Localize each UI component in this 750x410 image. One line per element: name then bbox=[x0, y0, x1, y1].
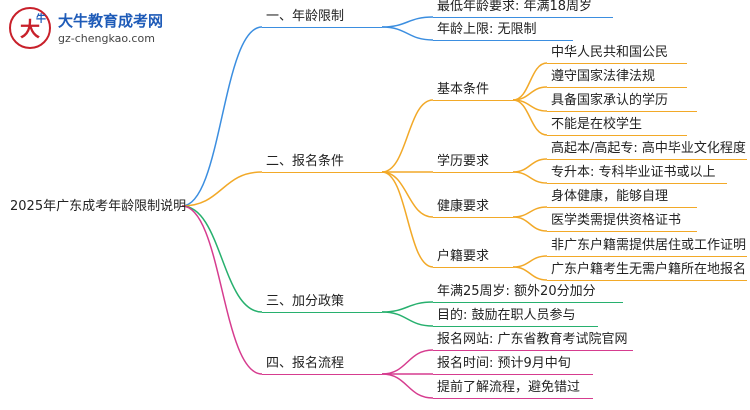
branch-2-item-4-child-2[interactable]: 广东户籍考生无需户籍所在地报名 bbox=[551, 262, 747, 277]
branch-2-item-3-child-2[interactable]: 医学类需提供资格证书 bbox=[551, 213, 682, 228]
branch-4-item-3-connector bbox=[381, 373, 434, 399]
branch-2-item-2-underline bbox=[433, 172, 513, 173]
branch-2-item-2-child-1-connector bbox=[512, 158, 548, 173]
branch-2-item-4-child-2-underline bbox=[547, 280, 747, 281]
branch-2-item-2-child-2-underline bbox=[547, 183, 727, 184]
branch-2-item-3-connector bbox=[381, 171, 434, 218]
branch-4-connector bbox=[181, 205, 263, 375]
branch-2-item-3-child-1[interactable]: 身体健康，能够自理 bbox=[551, 189, 669, 204]
branch-2-item-4-child-1-underline bbox=[547, 256, 747, 257]
branch-1-connector bbox=[181, 26, 263, 207]
branch-4-item-2[interactable]: 报名时间: 预计9月中旬 bbox=[437, 356, 571, 371]
branch-2-topic-underline bbox=[262, 172, 382, 173]
branch-2-item-1-child-3-underline bbox=[547, 111, 697, 112]
branch-2-topic[interactable]: 二、报名条件 bbox=[266, 154, 345, 169]
branch-1-topic-underline bbox=[262, 27, 382, 28]
branch-3-item-2[interactable]: 目的: 鼓励在职人员参与 bbox=[437, 308, 576, 323]
branch-3-item-1-underline bbox=[433, 302, 623, 303]
branch-2-item-4-connector bbox=[381, 171, 434, 268]
branch-1-item-1-connector bbox=[381, 16, 434, 28]
branch-2-item-1-underline bbox=[433, 100, 513, 101]
branch-4-topic-underline bbox=[262, 374, 382, 375]
branch-3-item-1[interactable]: 年满25周岁: 额外20分加分 bbox=[437, 284, 596, 299]
branch-2-item-1-child-1-underline bbox=[547, 63, 687, 64]
branch-2-item-3-child-2-connector bbox=[512, 216, 548, 232]
logo-mascot-icon: 大 牛 bbox=[9, 7, 51, 49]
branch-2-item-1-child-3[interactable]: 具备国家承认的学历 bbox=[551, 93, 669, 108]
branch-2-item-1-child-1[interactable]: 中华人民共和国公民 bbox=[551, 45, 669, 60]
branch-2-item-3-underline bbox=[433, 217, 513, 218]
branch-3-item-1-connector bbox=[381, 301, 434, 313]
branch-2-item-2-child-1[interactable]: 高起本/高起专: 高中毕业文化程度 bbox=[551, 141, 746, 156]
branch-1-item-2[interactable]: 年龄上限: 无限制 bbox=[437, 22, 537, 37]
site-logo[interactable]: 大 牛 大牛教育成考网 gz-chengkao.com bbox=[8, 6, 198, 52]
branch-2-item-1-child-1-connector bbox=[512, 62, 548, 101]
branch-2-item-2-child-1-underline bbox=[547, 159, 747, 160]
svg-text:牛: 牛 bbox=[36, 12, 46, 25]
branch-2-item-3-child-1-connector bbox=[512, 206, 548, 218]
branch-2-item-3-child-2-underline bbox=[547, 231, 697, 232]
branch-3-item-2-connector bbox=[381, 311, 434, 327]
root-topic: 2025年广东成考年龄限制说明 bbox=[10, 199, 187, 214]
branch-2-item-4[interactable]: 户籍要求 bbox=[437, 249, 490, 264]
branch-2-item-4-child-2-connector bbox=[512, 266, 548, 281]
branch-2-item-3[interactable]: 健康要求 bbox=[437, 199, 490, 214]
branch-3-topic[interactable]: 三、加分政策 bbox=[266, 294, 345, 309]
branch-3-connector bbox=[181, 205, 263, 313]
branch-4-item-1-underline bbox=[433, 350, 633, 351]
branch-1-item-2-underline bbox=[433, 40, 573, 41]
branch-3-topic-underline bbox=[262, 312, 382, 313]
branch-4-topic[interactable]: 四、报名流程 bbox=[266, 356, 345, 371]
branch-4-item-1[interactable]: 报名网站: 广东省教育考试院官网 bbox=[437, 332, 628, 347]
branch-4-item-3[interactable]: 提前了解流程，避免错过 bbox=[437, 380, 581, 395]
branch-4-item-2-underline bbox=[433, 374, 593, 375]
branch-2-item-1-connector bbox=[381, 99, 434, 173]
branch-2-item-1-child-4-underline bbox=[547, 135, 687, 136]
branch-2-item-1-child-4-connector bbox=[512, 99, 548, 136]
branch-2-item-2-child-2-connector bbox=[512, 171, 548, 184]
branch-2-item-1-child-2[interactable]: 遵守国家法律法规 bbox=[551, 69, 656, 84]
logo-url: gz-chengkao.com bbox=[58, 32, 155, 45]
branch-1-topic[interactable]: 一、年龄限制 bbox=[266, 9, 345, 24]
branch-1-item-1-underline bbox=[433, 17, 613, 18]
branch-2-item-4-underline bbox=[433, 267, 513, 268]
branch-2-item-1[interactable]: 基本条件 bbox=[437, 82, 490, 97]
branch-2-item-2[interactable]: 学历要求 bbox=[437, 154, 490, 169]
branch-3-item-2-underline bbox=[433, 326, 598, 327]
branch-4-item-3-underline bbox=[433, 398, 593, 399]
branch-2-item-4-child-1-connector bbox=[512, 255, 548, 268]
branch-2-item-4-child-1[interactable]: 非广东户籍需提供居住或工作证明 bbox=[551, 238, 747, 253]
branch-2-item-1-child-4[interactable]: 不能是在校学生 bbox=[551, 117, 643, 132]
branch-2-item-2-child-2[interactable]: 专升本: 专科毕业证书或以上 bbox=[551, 165, 716, 180]
branch-1-item-1[interactable]: 最低年龄要求: 年满18周岁 bbox=[437, 0, 593, 14]
branch-2-connector bbox=[181, 171, 263, 207]
branch-2-item-1-child-2-underline bbox=[547, 87, 687, 88]
branch-1-item-2-connector bbox=[381, 26, 434, 41]
svg-text:大: 大 bbox=[20, 17, 40, 41]
branch-4-item-1-connector bbox=[381, 349, 434, 375]
logo-name: 大牛教育成考网 bbox=[58, 12, 164, 30]
branch-2-item-3-child-1-underline bbox=[547, 207, 697, 208]
